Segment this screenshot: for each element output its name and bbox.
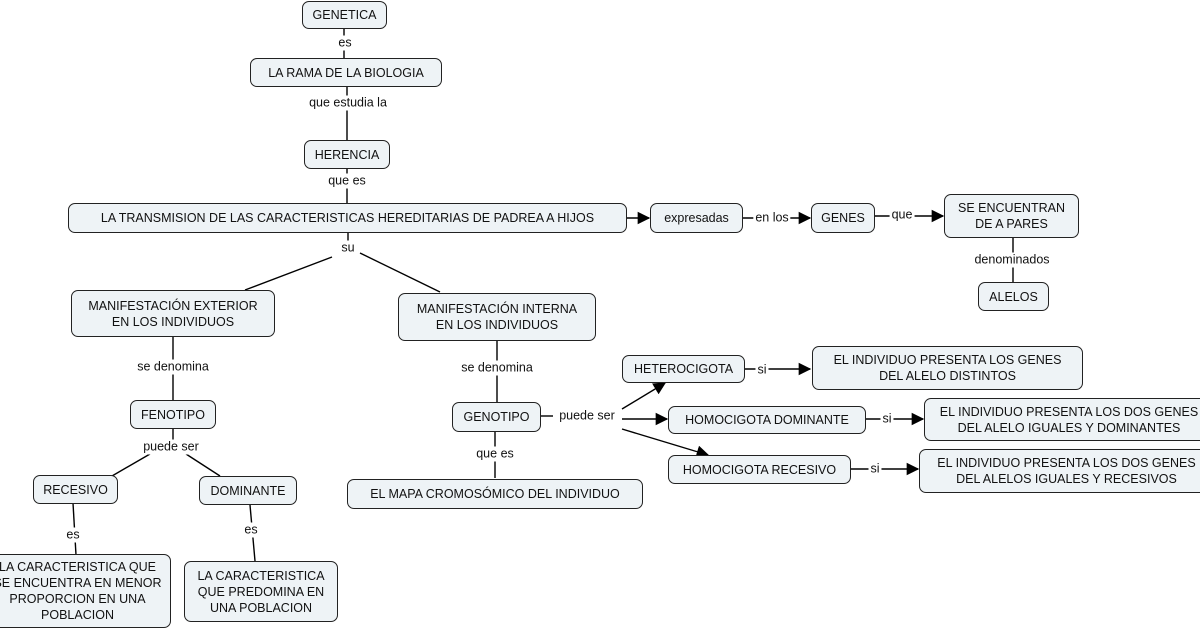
node-mapa-cromosomico[interactable]: EL MAPA CROMOSÓMICO DEL INDIVIDUO xyxy=(347,479,643,509)
link-label-es-dominante: es xyxy=(242,522,260,538)
node-genes[interactable]: GENES xyxy=(811,203,875,233)
node-caracteristica-menor[interactable]: LA CARACTERISTICA QUE SE ENCUENTRA EN ME… xyxy=(0,554,171,628)
node-heterocigota[interactable]: HETEROCIGOTA xyxy=(622,355,745,383)
node-genotipo[interactable]: GENOTIPO xyxy=(452,402,541,432)
link-su-exterior xyxy=(244,256,333,291)
link-su-interna xyxy=(359,252,441,293)
link-label-si-homocigota-recesivo: si xyxy=(868,461,882,477)
node-interna[interactable]: MANIFESTACIÓN INTERNA EN LOS INDIVIDUOS xyxy=(398,293,596,341)
link-label-puede-ser-genotipo: puede ser xyxy=(557,408,617,424)
link-puede-dominante xyxy=(185,453,221,477)
node-recesivo[interactable]: RECESIVO xyxy=(33,475,118,504)
link-label-se-denomina-fenotipo: se denomina xyxy=(135,359,211,375)
link-label-que-es: que es xyxy=(326,173,368,189)
node-rama[interactable]: LA RAMA DE LA BIOLOGIA xyxy=(250,58,442,87)
link-label-se-denomina-genotipo: se denomina xyxy=(459,360,535,376)
node-fenotipo[interactable]: FENOTIPO xyxy=(130,400,216,429)
link-label-si-homocigota-dominante: si xyxy=(880,411,894,427)
link-label-que-es-genotipo: que es xyxy=(474,446,516,462)
link-puede-homorec xyxy=(621,428,710,458)
link-label-su: su xyxy=(339,240,357,256)
link-puede-recesivo xyxy=(111,453,151,477)
link-label-en-los: en los xyxy=(753,210,791,226)
link-label-es: es xyxy=(336,35,354,51)
link-label-que: que xyxy=(889,207,915,223)
node-caracteristica-predomina[interactable]: LA CARACTERISTICA QUE PREDOMINA EN UNA P… xyxy=(184,561,338,622)
link-label-denominados: denominados xyxy=(972,252,1052,268)
node-exterior[interactable]: MANIFESTACIÓN EXTERIOR EN LOS INDIVIDUOS xyxy=(71,290,275,337)
link-label-es-recesivo: es xyxy=(64,527,82,543)
node-genetica[interactable]: GENETICA xyxy=(302,1,387,29)
node-dos-genes-dominantes[interactable]: EL INDIVIDUO PRESENTA LOS DOS GENES DEL … xyxy=(924,398,1200,441)
node-expresadas[interactable]: expresadas xyxy=(650,203,743,233)
link-puede-heterocigota xyxy=(621,382,667,410)
link-label-que-estudia-la: que estudia la xyxy=(307,95,389,111)
node-herencia[interactable]: HERENCIA xyxy=(304,140,390,169)
node-homocigota-dominante[interactable]: HOMOCIGOTA DOMINANTE xyxy=(668,406,866,434)
node-pares[interactable]: SE ENCUENTRAN DE A PARES xyxy=(944,194,1079,238)
node-genes-distintos[interactable]: EL INDIVIDUO PRESENTA LOS GENES DEL ALEL… xyxy=(812,346,1083,390)
link-label-puede-ser-fenotipo: puede ser xyxy=(141,439,201,455)
node-dominante[interactable]: DOMINANTE xyxy=(199,476,297,505)
node-alelos[interactable]: ALELOS xyxy=(978,282,1049,311)
node-dos-genes-recesivos[interactable]: EL INDIVIDUO PRESENTA LOS DOS GENES DEL … xyxy=(919,449,1200,493)
link-label-si-heterocigota: si xyxy=(755,362,769,378)
node-homocigota-recesivo[interactable]: HOMOCIGOTA RECESIVO xyxy=(668,455,851,484)
node-transmision[interactable]: LA TRANSMISION DE LAS CARACTERISTICAS HE… xyxy=(68,203,627,233)
